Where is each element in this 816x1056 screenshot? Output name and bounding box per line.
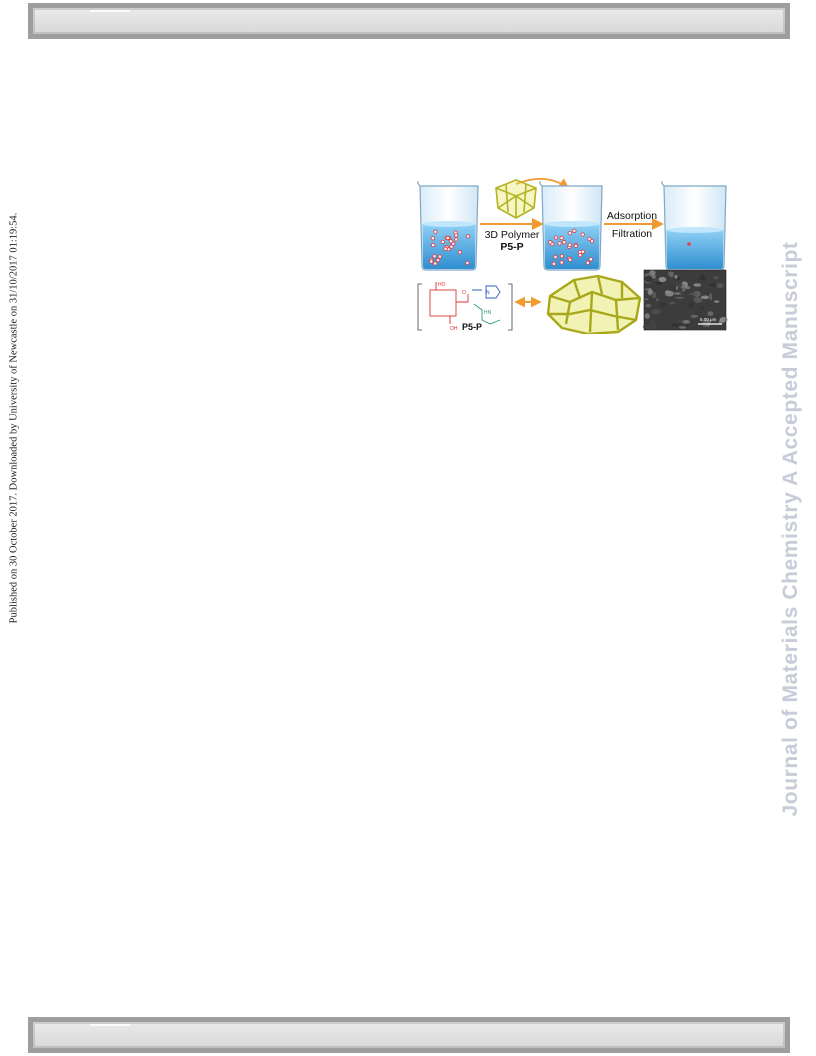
graphical-abstract-figure: 3D Polymer P5-P Adsorption Filtration [416,174,728,334]
sem-micrograph: 5.00 μm [642,269,728,331]
svg-text:OH: OH [450,326,458,332]
pollutant-particle [465,260,470,266]
journal-watermark: Journal of Materials Chemistry A Accepte… [779,241,802,817]
pollutant-particle [448,239,454,244]
pollutant-particle [449,244,454,249]
pollutant-particle [553,235,559,240]
pollutant-particle [557,241,562,246]
svg-text:HO: HO [438,282,446,288]
beaker-with-polymer [539,180,603,271]
arrow1-label-line2: P5-P [500,241,523,253]
arrow1-label-line1: 3D Polymer [485,229,540,241]
pollutant-particle [567,257,573,262]
pollutant-particle [585,260,590,266]
residual-particle [687,242,691,246]
svg-text:HN: HN [484,310,492,316]
pollutant-particle [443,246,448,251]
pollutant-particle [437,254,443,259]
pollutant-particles-2 [548,228,595,266]
pollutant-particle [430,242,436,248]
pollutant-particle [580,232,585,237]
pollutant-particle [567,230,572,236]
pollutant-particle [429,259,434,264]
pollutant-particle [580,249,586,254]
small-polymer-cage [495,179,537,219]
pollutant-particle [567,242,572,248]
arrow2-label-line2: Filtration [612,228,652,240]
pollutant-particle [433,229,438,234]
pollutant-particle [587,236,592,242]
pollutant-particle [559,253,565,259]
header-band [28,3,790,39]
polymer-cage-model [546,274,642,334]
pollutant-particle [562,240,567,245]
pollutant-particle [440,239,445,245]
pollutant-particles-1 [429,229,471,266]
pollutant-particle [445,235,450,241]
pollutant-particle [457,250,463,255]
pollutant-particle [435,257,441,263]
svg-text:N: N [486,290,490,296]
pollutant-particle [551,261,557,266]
pollutant-particle [432,254,437,259]
publication-note: Published on 30 October 2017. Downloaded… [8,212,20,624]
pollutant-particle [548,240,553,245]
polymer-label: P5-P [462,322,482,332]
pollutant-particle [578,252,583,258]
pollutant-particle [465,234,471,239]
pollutant-particle [430,236,435,241]
pollutant-particle [553,254,558,260]
scale-bar-label: 5.00 μm [700,317,717,322]
footer-band [28,1017,790,1053]
beaker-clean-water [661,180,727,271]
pollutant-particle [573,243,578,249]
pollutant-particle [451,241,456,246]
pollutant-particle [588,257,593,262]
svg-text:O: O [462,290,466,296]
pollutant-particle [572,228,577,233]
pollutant-particle [454,237,459,242]
pollutant-particle [454,233,459,238]
pollutant-particle [559,260,564,265]
beaker-with-pollutants [417,180,479,271]
polymer-structure-diagram: HO OH O N HN P5-P [417,282,513,332]
pollutant-particle [559,235,564,241]
arrow2-label-line1: Adsorption [607,210,657,222]
pollutant-particle [433,261,438,266]
